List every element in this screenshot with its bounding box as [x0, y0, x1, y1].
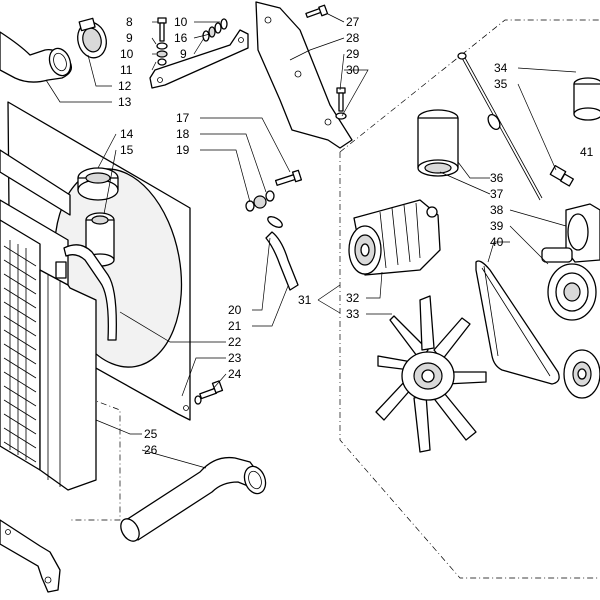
alternator	[348, 199, 441, 276]
callout-26: 26	[144, 443, 158, 457]
callout-10: 10	[120, 47, 134, 61]
sensor-35	[549, 165, 574, 187]
bolt-29	[336, 87, 346, 112]
callout-18: 18	[176, 127, 190, 141]
callout-21: 21	[228, 319, 242, 333]
callout-28: 28	[346, 31, 360, 45]
callout-41: 41	[580, 145, 594, 159]
tensioner-pulley	[563, 349, 600, 399]
washer-9a	[156, 42, 168, 50]
callout-12: 12	[118, 79, 132, 93]
drive-belt	[475, 260, 560, 385]
callout-13: 13	[118, 95, 132, 109]
radiator	[0, 149, 97, 491]
lower-bracket	[0, 519, 61, 593]
lower-hose	[120, 456, 267, 542]
callout-17: 17	[176, 111, 190, 125]
water-pump	[541, 203, 600, 263]
cooling-fan	[375, 295, 487, 453]
bolt-24	[194, 380, 224, 405]
upper-hose	[0, 31, 73, 83]
callout-30: 30	[346, 63, 360, 77]
nut-11	[157, 58, 167, 66]
radiator-cap	[77, 167, 119, 201]
callout-8: 8	[126, 15, 133, 29]
callout-38: 38	[490, 203, 504, 217]
callout-24: 24	[228, 367, 242, 381]
callout-31: 31	[298, 293, 312, 307]
oil-filter	[417, 109, 459, 177]
callout-33: 33	[346, 307, 360, 321]
callout-11: 11	[120, 63, 133, 77]
overflow-pipe	[63, 244, 117, 341]
support-bracket-arm	[149, 29, 249, 89]
callout-20: 20	[228, 303, 242, 317]
small-hose	[265, 216, 299, 291]
callout-25: 25	[144, 427, 158, 441]
mounting-bracket-28	[255, 1, 353, 149]
callout-35: 35	[494, 77, 508, 91]
washer-10a	[156, 50, 168, 58]
leader-lines	[45, 13, 577, 469]
callout-19: 19	[176, 143, 190, 157]
callout-22: 22	[228, 335, 242, 349]
callout-16: 16	[174, 31, 188, 45]
callout-23: 23	[228, 351, 242, 365]
radiator-core-fins	[3, 240, 37, 463]
callout-29: 29	[346, 47, 360, 61]
callout-27: 27	[346, 15, 360, 29]
callout-39: 39	[490, 219, 504, 233]
callout-37: 37	[490, 187, 504, 201]
callout-40: 40	[490, 235, 504, 249]
pulley-39	[547, 263, 597, 321]
callout-32: 32	[346, 291, 360, 305]
callout-9: 9	[126, 31, 133, 45]
callout-9b: 9	[180, 47, 187, 61]
bolt-8	[157, 17, 167, 42]
callout-36: 36	[490, 171, 504, 185]
callout-labels: 8 9 10 11 12 13 10 16 9 27 28 29 30 34 3…	[118, 15, 594, 457]
dipstick	[457, 52, 543, 201]
callout-34: 34	[494, 61, 508, 75]
washer-30	[335, 112, 347, 120]
hose-clamp	[77, 17, 107, 59]
callout-14: 14	[120, 127, 134, 141]
callout-10b: 10	[174, 15, 188, 29]
filter-34	[573, 77, 600, 121]
callout-15: 15	[120, 143, 134, 157]
fitting-17-19	[245, 169, 303, 212]
bolt-27	[305, 4, 329, 18]
